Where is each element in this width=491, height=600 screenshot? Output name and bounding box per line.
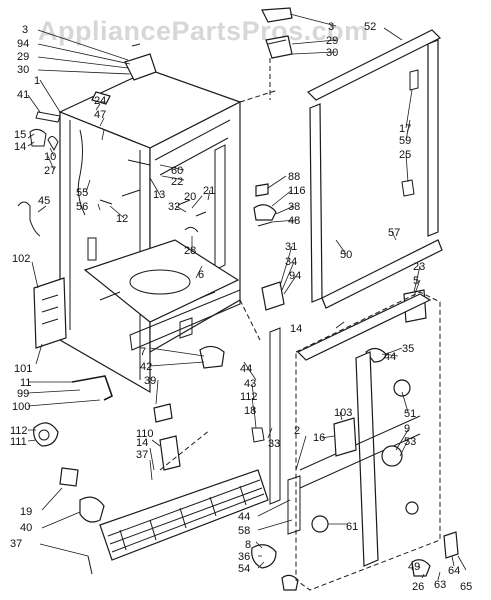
callout-label: 15 — [14, 129, 26, 141]
callout-label: 30 — [326, 47, 338, 59]
top-hinge — [124, 7, 293, 81]
callout-label: 3 — [328, 21, 334, 33]
callout-label: 94 — [289, 270, 301, 282]
callout-label: 63 — [434, 579, 446, 591]
callout-label: 55 — [76, 187, 88, 199]
callout-label: 51 — [404, 408, 416, 420]
callout-label: 18 — [244, 405, 256, 417]
callout-label: 29 — [326, 35, 338, 47]
left-parts — [17, 91, 113, 575]
callout-label: 32 — [168, 201, 180, 213]
callout-label: 110 — [136, 428, 154, 440]
callout-label: 38 — [288, 201, 300, 213]
callout-label: 14 — [14, 141, 26, 153]
callout-label: 50 — [340, 249, 352, 261]
callout-label: 31 — [285, 241, 297, 253]
callout-label: 11 — [20, 377, 31, 389]
door-frame — [306, 29, 443, 309]
callout-label: 53 — [404, 436, 416, 448]
watermark-text: AppliancePartsPros.com — [38, 16, 369, 46]
callout-label: 14 — [290, 323, 302, 335]
callout-label: 2 — [294, 425, 300, 437]
callout-label: 30 — [17, 64, 29, 76]
callout-label: 60 — [171, 165, 183, 177]
callout-label: 24 — [94, 95, 106, 107]
callout-label: 112 — [240, 391, 258, 403]
callout-label: 12 — [116, 213, 128, 225]
callout-label: 29 — [17, 51, 29, 63]
callout-label: 5 — [413, 275, 419, 287]
callout-label: 6 — [198, 269, 204, 281]
callout-label: 36 — [238, 551, 250, 563]
callout-label: 100 — [12, 401, 30, 413]
callout-label: 28 — [184, 245, 196, 257]
callout-label: 59 — [399, 135, 411, 147]
callout-label: 7 — [140, 346, 146, 358]
callout-label: 1 — [34, 75, 40, 87]
callout-label: 61 — [346, 521, 358, 533]
callout-label: 112 — [10, 425, 28, 437]
callout-label: 14 — [136, 437, 148, 449]
callout-label: 26 — [412, 581, 424, 593]
callout-label: 17 — [399, 123, 411, 135]
callout-label: 43 — [244, 378, 256, 390]
callout-label: 20 — [184, 191, 196, 203]
callout-label: 49 — [408, 561, 420, 573]
dashed-lines — [159, 58, 279, 471]
callout-label: 10 — [44, 151, 56, 163]
callout-label: 48 — [288, 215, 300, 227]
callout-label: 88 — [288, 171, 300, 183]
front-grille — [99, 469, 269, 561]
callout-labels: 3 94 29 30 41 1 15 14 10 27 24 47 60 22 … — [10, 21, 472, 593]
callout-label: 13 — [153, 189, 165, 201]
callout-label: 25 — [399, 149, 411, 161]
callout-label: 44 — [238, 511, 250, 523]
callout-label: 34 — [285, 256, 297, 268]
callout-label: 3 — [22, 24, 28, 36]
callout-label: 44 — [384, 351, 396, 363]
callout-label: 116 — [288, 185, 306, 197]
callout-label: 22 — [171, 176, 183, 188]
callout-label: 35 — [402, 343, 414, 355]
callout-label: 103 — [334, 407, 352, 419]
cabinet-liner — [58, 69, 242, 394]
callout-label: 39 — [144, 375, 156, 387]
callout-label: 47 — [94, 109, 106, 121]
callout-label: 9 — [404, 423, 410, 435]
callout-label: 45 — [38, 195, 50, 207]
door-liner — [269, 291, 459, 591]
callout-label: 33 — [268, 438, 280, 450]
callout-label: 94 — [17, 38, 29, 50]
center-parts — [87, 159, 299, 591]
callout-label: 57 — [388, 227, 400, 239]
callout-label: 99 — [17, 388, 29, 400]
callout-label: 37 — [136, 449, 148, 461]
leader-lines — [27, 13, 467, 581]
callout-label: 40 — [20, 522, 32, 534]
callout-label: 19 — [20, 506, 32, 518]
callout-label: 8 — [245, 539, 251, 551]
callout-label: 44 — [240, 363, 252, 375]
callout-label: 64 — [448, 565, 460, 577]
callout-label: 101 — [14, 363, 32, 375]
callout-label: 23 — [413, 261, 425, 273]
callout-label: 56 — [76, 201, 88, 213]
callout-label: 65 — [460, 581, 472, 593]
callout-label: 41 — [17, 89, 29, 101]
callout-label: 58 — [238, 525, 250, 537]
callout-label: 16 — [313, 432, 325, 444]
callout-label: 27 — [44, 165, 56, 177]
callout-label: 102 — [12, 253, 30, 265]
callout-label: 42 — [140, 361, 152, 373]
callout-label: 54 — [238, 563, 250, 575]
callout-label: 111 — [10, 436, 27, 448]
callout-label: 37 — [10, 538, 22, 550]
callout-label: 21 — [203, 185, 215, 197]
callout-label: 52 — [364, 21, 376, 33]
